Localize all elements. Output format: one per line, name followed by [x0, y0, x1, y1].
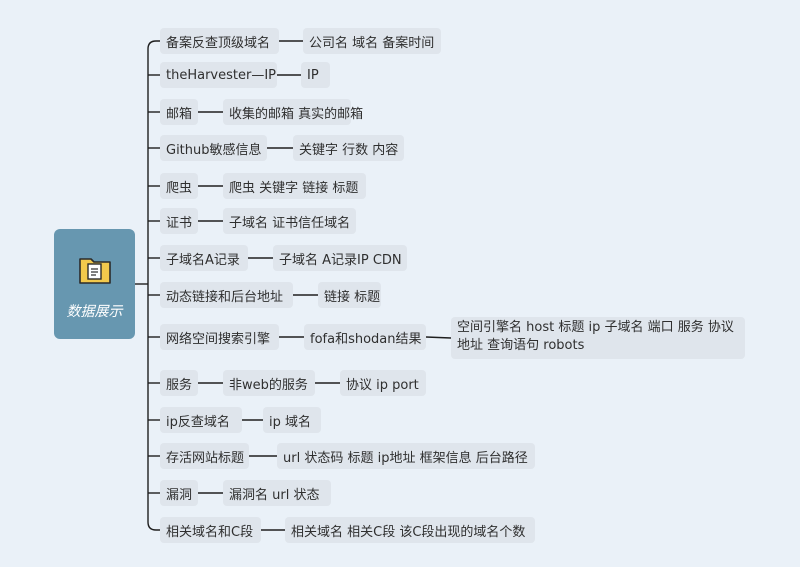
document-folder-icon	[78, 258, 111, 284]
branch-node-label: 动态链接和后台地址	[166, 289, 284, 305]
child-node[interactable]: IP	[301, 62, 330, 88]
child-node-label: fofa和shodan结果	[310, 331, 422, 347]
branch-node[interactable]: 网络空间搜索引擎	[160, 324, 279, 350]
branch-node-label: 网络空间搜索引擎	[166, 331, 271, 347]
branch-node-label: 漏洞	[166, 487, 193, 503]
branch-node-label: 存活网站标题	[166, 450, 245, 466]
branch-node[interactable]: ip反查域名	[160, 407, 242, 433]
grandchild-node-label: 空间引擎名 host 标题 ip 子域名 端口 服务 协议 地址 查询语句 ro…	[457, 320, 734, 353]
child-node-label: 相关域名 相关C段 该C段出现的域名个数	[291, 524, 526, 540]
child-node-label: 收集的邮箱 真实的邮箱	[229, 106, 364, 122]
branch-node[interactable]: 服务	[160, 370, 198, 396]
branch-node-label: 备案反查顶级域名	[166, 35, 271, 51]
child-node[interactable]: 关键字 行数 内容	[293, 135, 404, 161]
branch-node[interactable]: 爬虫	[160, 173, 198, 199]
child-node[interactable]: 收集的邮箱 真实的邮箱	[223, 99, 363, 125]
child-node-label: 子域名 A记录IP CDN	[279, 252, 402, 268]
child-node[interactable]: url 状态码 标题 ip地址 框架信息 后台路径	[277, 443, 535, 469]
child-node[interactable]: 公司名 域名 备案时间	[303, 28, 441, 54]
child-node[interactable]: 链接 标题	[318, 282, 381, 308]
branch-node-label: 服务	[166, 377, 193, 393]
child-node[interactable]: ip 域名	[263, 407, 321, 433]
child-node-label: 链接 标题	[324, 289, 381, 305]
child-node[interactable]: 漏洞名 url 状态	[223, 480, 331, 506]
child-node[interactable]: 爬虫 关键字 链接 标题	[223, 173, 366, 199]
child-node-label: 爬虫 关键字 链接 标题	[229, 180, 359, 196]
child-node[interactable]: 非web的服务	[223, 370, 315, 396]
child-node-label: 漏洞名 url 状态	[229, 487, 320, 503]
child-node-label: ip 域名	[269, 414, 311, 430]
connector-line	[147, 40, 160, 284]
child-node-label: IP	[307, 67, 319, 83]
grandchild-node[interactable]: 空间引擎名 host 标题 ip 子域名 端口 服务 协议 地址 查询语句 ro…	[451, 317, 745, 359]
child-node[interactable]: fofa和shodan结果	[304, 324, 426, 350]
branch-node[interactable]: 相关域名和C段	[160, 517, 261, 543]
child-node-label: 非web的服务	[229, 377, 308, 393]
grandchild-node[interactable]: 协议 ip port	[340, 370, 426, 396]
child-node-label: 公司名 域名 备案时间	[309, 35, 435, 51]
child-node[interactable]: 子域名 A记录IP CDN	[273, 245, 407, 271]
child-node-label: url 状态码 标题 ip地址 框架信息 后台路径	[283, 450, 528, 466]
branch-node[interactable]: theHarvester—IP	[160, 62, 277, 88]
branch-node[interactable]: 邮箱	[160, 99, 198, 125]
connector-line	[147, 284, 160, 531]
child-node-label: 子域名 证书信任域名	[229, 215, 351, 231]
grandchild-node-label: 协议 ip port	[346, 377, 419, 393]
root-label: 数据展示	[66, 304, 123, 320]
branch-node-label: theHarvester—IP	[166, 67, 276, 83]
child-node[interactable]: 相关域名 相关C段 该C段出现的域名个数	[285, 517, 535, 543]
root-node[interactable]: 数据展示	[54, 229, 135, 339]
branch-node-label: ip反查域名	[166, 414, 230, 430]
branch-node-label: Github敏感信息	[166, 142, 262, 158]
branch-node-label: 爬虫	[166, 180, 193, 196]
branch-node[interactable]: Github敏感信息	[160, 135, 267, 161]
child-node[interactable]: 子域名 证书信任域名	[223, 208, 356, 234]
branch-node-label: 相关域名和C段	[166, 524, 254, 540]
branch-node[interactable]: 存活网站标题	[160, 443, 249, 469]
child-node-label: 关键字 行数 内容	[299, 142, 399, 158]
branch-node[interactable]: 漏洞	[160, 480, 198, 506]
connector-line	[425, 336, 452, 339]
branch-node-label: 子域名A记录	[166, 252, 240, 268]
branch-node-label: 证书	[166, 215, 193, 231]
branch-node[interactable]: 备案反查顶级域名	[160, 28, 279, 54]
branch-node[interactable]: 证书	[160, 208, 198, 234]
branch-node-label: 邮箱	[166, 106, 193, 122]
branch-node[interactable]: 子域名A记录	[160, 245, 248, 271]
branch-node[interactable]: 动态链接和后台地址	[160, 282, 293, 308]
